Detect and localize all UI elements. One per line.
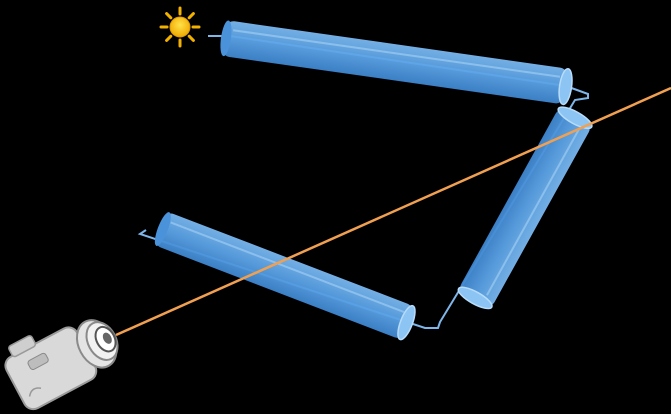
- sun-icon: [161, 8, 199, 46]
